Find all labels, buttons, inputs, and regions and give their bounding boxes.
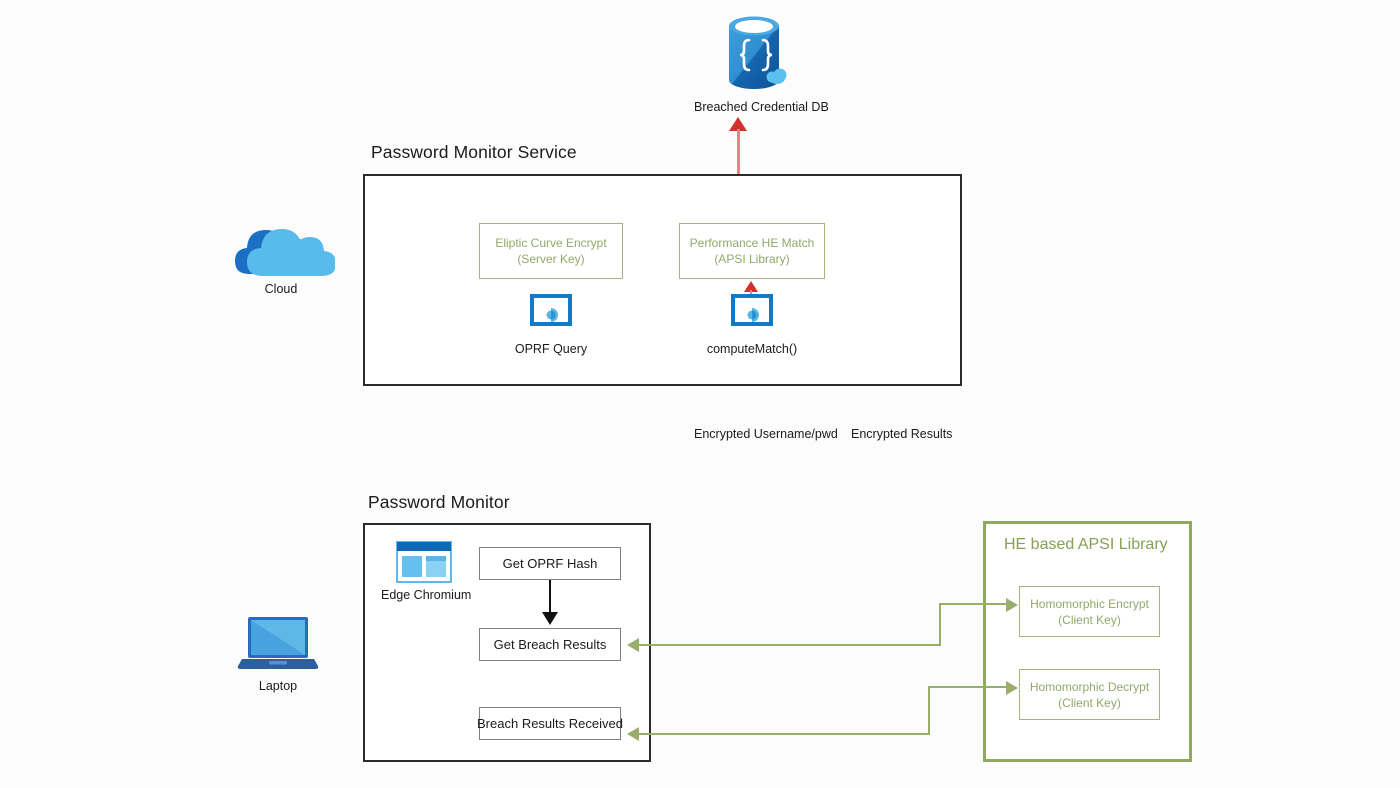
password-monitor-service-container bbox=[363, 174, 962, 386]
apsi-box-homomorphic-decrypt-line2: (Client Key) bbox=[1058, 695, 1121, 710]
arrow-into-breach-results-received bbox=[627, 727, 639, 741]
node-edge-chromium: Edge Chromium bbox=[381, 541, 472, 602]
process-box-get-oprf-hash-label: Get OPRF Hash bbox=[502, 556, 598, 571]
arrow-into-homomorphic-decrypt bbox=[1006, 681, 1018, 695]
arrow-into-get-breach-results bbox=[627, 638, 639, 652]
breached-db-label: Breached Credential DB bbox=[694, 100, 829, 114]
service-monitor-icon bbox=[731, 294, 773, 326]
service-box-eliptic-curve-encrypt-line2: (Server Key) bbox=[517, 252, 585, 266]
apsi-box-homomorphic-decrypt-line1: Homomorphic Decrypt bbox=[1029, 679, 1150, 694]
apsi-box-homomorphic-encrypt-line2: (Client Key) bbox=[1058, 612, 1121, 627]
node-cloud: Cloud bbox=[222, 208, 340, 296]
service-box-eliptic-curve-encrypt-line1: Eliptic Curve Encrypt bbox=[495, 236, 607, 250]
node-laptop: Laptop bbox=[228, 613, 328, 693]
apsi-library-panel bbox=[983, 521, 1192, 762]
connector-breach-received-return-horizontal bbox=[638, 733, 930, 735]
edge-label-encrypted-response: Encrypted Results bbox=[851, 427, 953, 441]
service-box-performance-he-match-line2: (APSI Library) bbox=[714, 252, 790, 266]
process-box-get-breach-results: Get Breach Results bbox=[479, 628, 621, 661]
apsi-library-title: HE based APSI Library bbox=[1004, 536, 1168, 553]
laptop-label: Laptop bbox=[258, 679, 298, 693]
connector-decrypt-riser bbox=[928, 686, 930, 735]
service-box-performance-he-match-line1: Performance HE Match bbox=[689, 236, 815, 250]
apsi-box-homomorphic-encrypt: Homomorphic Encrypt (Client Key) bbox=[1019, 586, 1160, 637]
node-oprf-query: OPRF Query bbox=[501, 294, 601, 356]
arrow-he-match-to-db bbox=[729, 117, 747, 131]
apsi-box-homomorphic-encrypt-line1: Homomorphic Encrypt bbox=[1030, 596, 1149, 611]
browser-window-icon bbox=[395, 541, 452, 583]
service-box-performance-he-match: Performance HE Match (APSI Library) bbox=[679, 223, 825, 279]
service-monitor-icon bbox=[530, 294, 572, 326]
arrow-compute-match-to-he-match bbox=[744, 281, 758, 292]
process-box-breach-results-received-label: Breach Results Received bbox=[477, 716, 623, 731]
page-title-password-monitor-service: Password Monitor Service bbox=[371, 142, 577, 162]
process-box-get-breach-results-label: Get Breach Results bbox=[493, 637, 607, 652]
connector-breach-results-return-horizontal bbox=[638, 644, 941, 646]
connector-oprf-hash-to-breach-results bbox=[549, 580, 551, 613]
node-breached-credential-db: Breached Credential DB bbox=[694, 10, 829, 114]
edge-label-encrypted-request: Encrypted Username/pwd bbox=[694, 427, 838, 441]
connector-to-homomorphic-encrypt-horizontal bbox=[939, 603, 1011, 605]
laptop-icon bbox=[237, 617, 319, 669]
arrow-into-homomorphic-encrypt bbox=[1006, 598, 1018, 612]
database-cloud-icon bbox=[729, 16, 787, 89]
page-title-password-monitor: Password Monitor bbox=[368, 492, 510, 512]
process-box-breach-results-received: Breach Results Received bbox=[477, 707, 623, 740]
cloud-icon bbox=[235, 229, 335, 276]
apsi-box-homomorphic-decrypt: Homomorphic Decrypt (Client Key) bbox=[1019, 669, 1160, 720]
connector-encrypt-riser bbox=[939, 603, 941, 646]
compute-match-label: computeMatch() bbox=[706, 342, 798, 356]
cloud-label: Cloud bbox=[264, 282, 298, 296]
connector-to-homomorphic-decrypt-horizontal bbox=[928, 686, 1011, 688]
service-box-eliptic-curve-encrypt: Eliptic Curve Encrypt (Server Key) bbox=[479, 223, 623, 279]
edge-chromium-label: Edge Chromium bbox=[381, 588, 472, 602]
process-box-get-oprf-hash: Get OPRF Hash bbox=[479, 547, 621, 580]
oprf-query-label: OPRF Query bbox=[514, 342, 588, 356]
arrow-oprf-hash-to-breach-results bbox=[542, 612, 558, 625]
node-compute-match: computeMatch() bbox=[702, 294, 802, 356]
